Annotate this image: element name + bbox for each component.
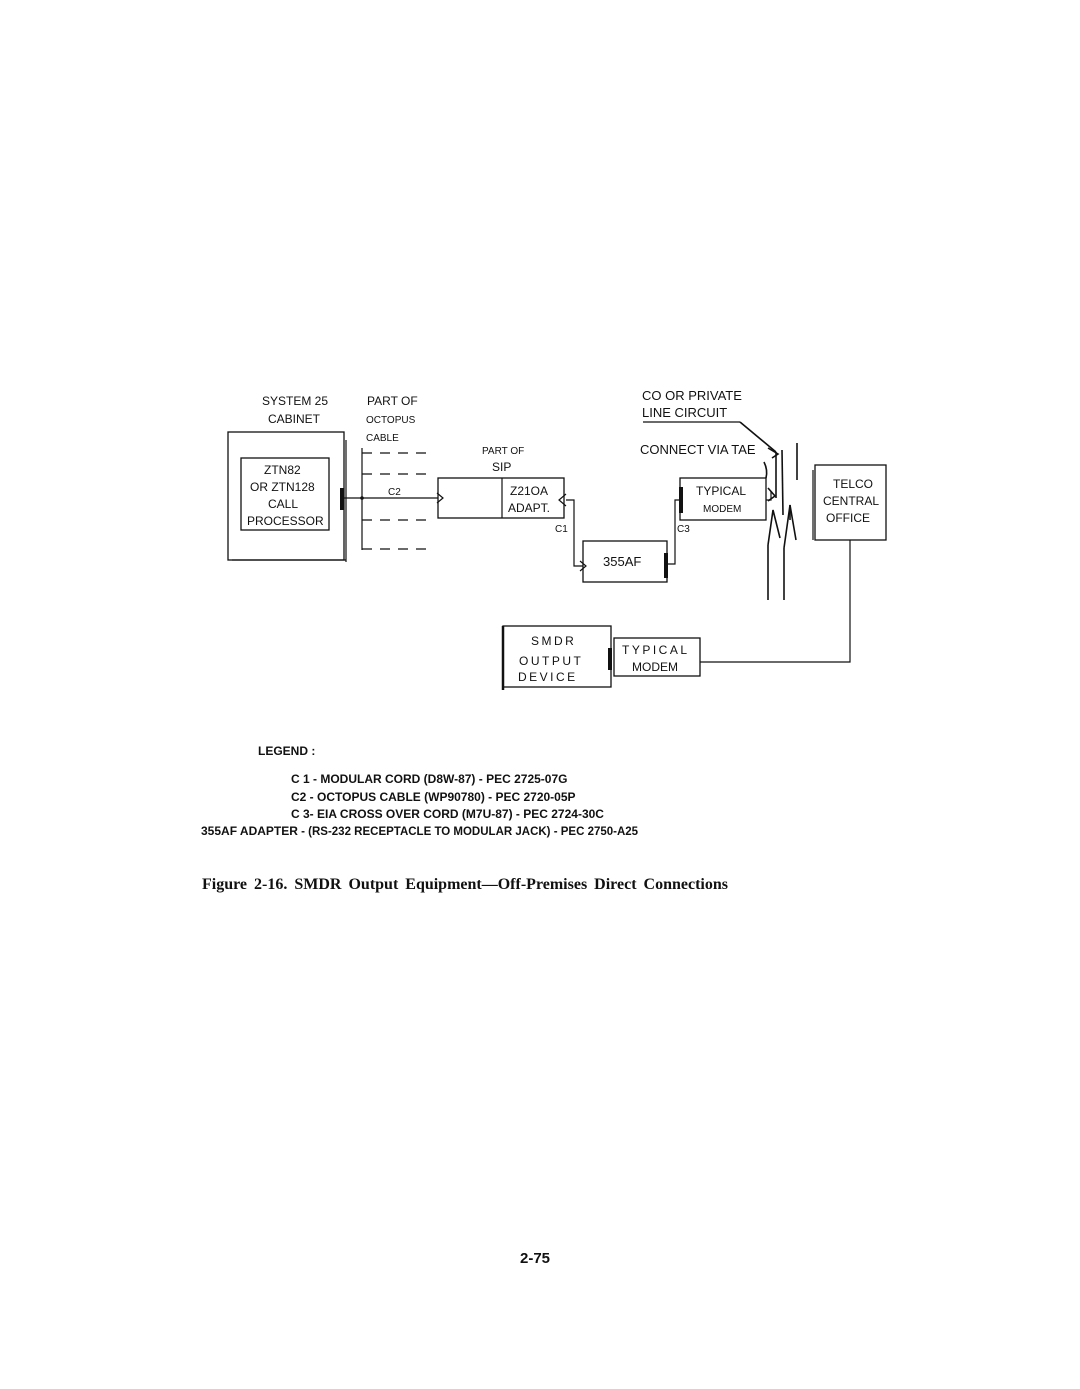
- part-of-octopus-label: PART OF: [367, 394, 418, 408]
- connect-via-label: CONNECT VIA TAE: [640, 442, 756, 457]
- system-label: SYSTEM 25: [262, 394, 328, 408]
- legend-355af-rest: - (RS-232 RECEPTACLE TO MODULAR JACK) - …: [297, 826, 639, 838]
- legend-c3: C 3- EIA CROSS OVER CORD (M7U-87) - PEC …: [291, 807, 604, 821]
- cabinet-box: [227, 431, 345, 561]
- c2-arrow: [436, 492, 444, 504]
- smdr-label-1: SMDR: [531, 634, 576, 648]
- telco-label-1: TELCO: [833, 477, 873, 491]
- smdr-label-3: DEVICE: [518, 670, 578, 684]
- processor-label-4: PROCESSOR: [247, 514, 324, 528]
- break-zigzag-left: [767, 509, 781, 546]
- legend-c2: C2 - OCTOPUS CABLE (WP90780) - PEC 2720-…: [291, 790, 576, 804]
- typical-modem-bottom-box: [613, 637, 701, 677]
- sip-box: [437, 477, 565, 519]
- cable-label: CABLE: [366, 433, 399, 444]
- jack-arrow: [767, 487, 777, 502]
- call-processor-box: [240, 457, 330, 531]
- legend-c1: C 1 - MODULAR CORD (D8W-87) - PEC 2725-0…: [291, 772, 568, 786]
- c3-label: C3: [677, 524, 690, 535]
- figure-caption: Figure 2-16. SMDR Output Equipment—Off-P…: [202, 876, 728, 893]
- line-stroke-1: [781, 449, 784, 516]
- smdr-label-2: OUTPUT: [519, 654, 583, 668]
- legend-title: LEGEND :: [258, 744, 316, 758]
- co-label-2: LINE CIRCUIT: [642, 405, 727, 420]
- c1-arrow: [579, 560, 587, 572]
- sip-label: SIP: [492, 460, 511, 474]
- modem2-label-2: MODEM: [632, 660, 678, 674]
- af355-label: 355AF: [603, 554, 641, 569]
- c1-cable-line: [566, 499, 583, 567]
- break-zigzag-right: [783, 504, 797, 549]
- modem-line-lead: [766, 491, 772, 501]
- telco-label-3: OFFICE: [826, 511, 870, 525]
- connect-via-arrow: [767, 447, 780, 459]
- legend-355af-prefix: 355AF ADAPTER: [201, 824, 298, 838]
- modem-label-1: TYPICAL: [696, 484, 746, 498]
- line-circuit-pointer: [739, 421, 777, 453]
- co-label-1: CO OR PRIVATE: [642, 388, 742, 403]
- z210a-arrow: [558, 493, 567, 507]
- jack-hook: [763, 461, 768, 479]
- modem-label-2: MODEM: [703, 504, 741, 515]
- cabinet-label: CABINET: [268, 412, 321, 426]
- octopus-label: OCTOPUS: [366, 415, 416, 426]
- octopus-junction: [360, 496, 364, 500]
- c1-label: C1: [555, 524, 568, 535]
- modem2-label-1: TYPICAL: [622, 643, 690, 657]
- telco-label-2: CENTRAL: [823, 494, 879, 508]
- adapter-label-1: Z21OA: [510, 484, 548, 498]
- c3-cable-line: [667, 499, 680, 565]
- page-number: 2-75: [520, 1250, 551, 1267]
- c2-label: C2: [388, 487, 401, 498]
- processor-label-2: OR ZTN128: [250, 480, 315, 494]
- telco-to-modem-line: [700, 540, 851, 663]
- processor-label-1: ZTN82: [264, 463, 301, 477]
- processor-label-3: CALL: [268, 497, 298, 511]
- adapter-label-2: ADAPT.: [508, 501, 550, 515]
- legend-355af: 355AF ADAPTER - (RS-232 RECEPTACLE TO MO…: [201, 824, 638, 838]
- part-of-sip-label: PART OF: [482, 446, 524, 457]
